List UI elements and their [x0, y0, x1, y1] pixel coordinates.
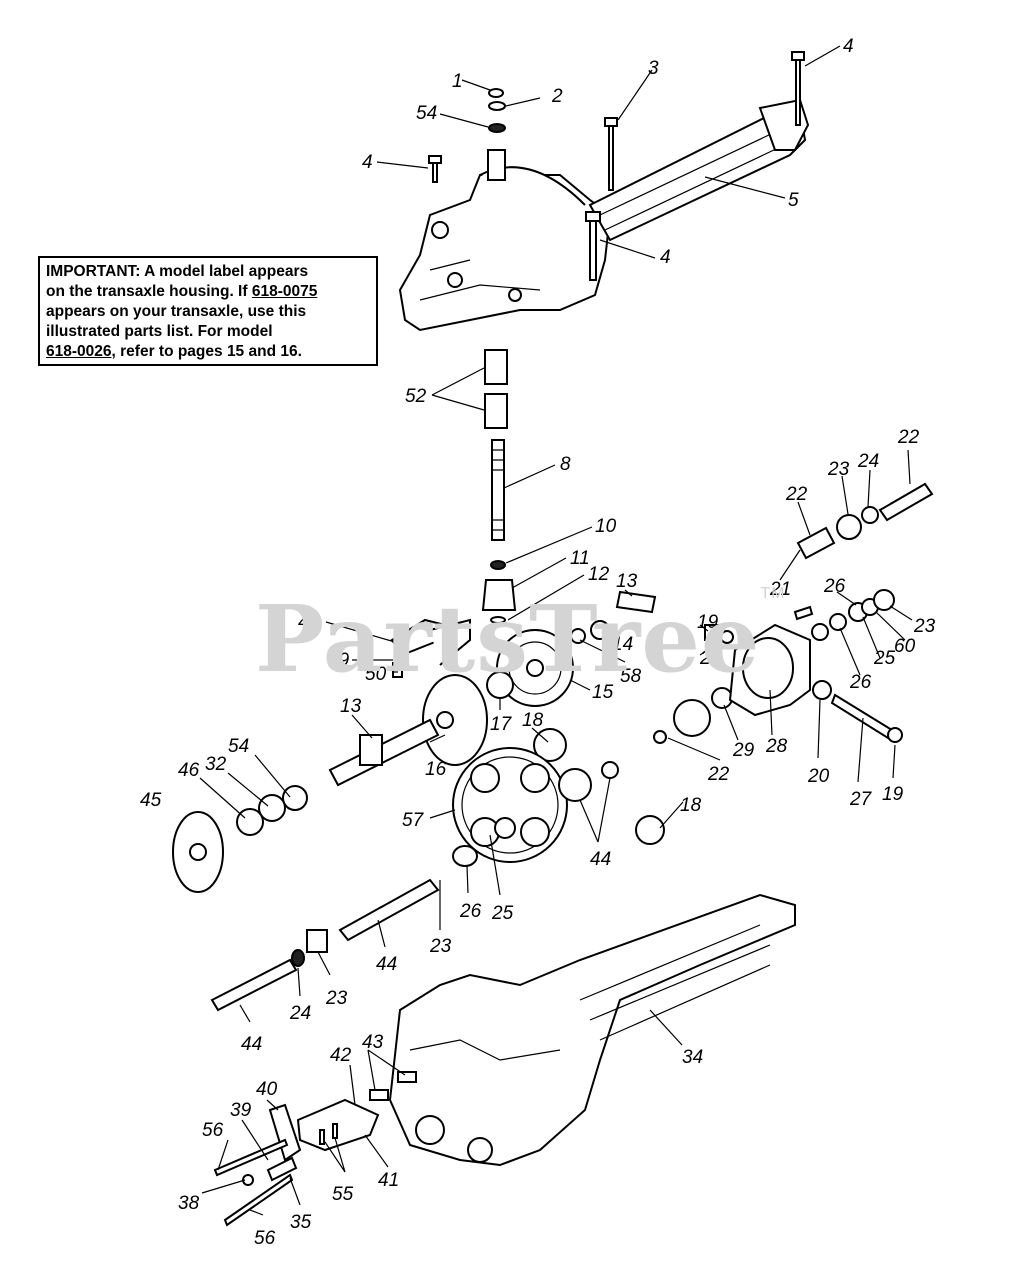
callout: 22 — [707, 764, 730, 785]
right-cover-group — [728, 482, 934, 743]
callout: 56 — [254, 1228, 276, 1249]
callout: 15 — [592, 682, 614, 703]
callout: 56 — [202, 1120, 224, 1141]
callout: 12 — [588, 564, 610, 585]
callout: 13 — [616, 571, 638, 592]
input-shaft-group — [481, 349, 517, 624]
callout: 49 — [328, 650, 350, 671]
callout: 27 — [849, 789, 873, 810]
callout: 32 — [205, 754, 227, 775]
callout: 24 — [857, 451, 879, 472]
callout: 55 — [332, 1184, 354, 1205]
callout: 24 — [289, 1003, 311, 1024]
lower-housing — [369, 893, 796, 1167]
left-shaft-group — [172, 718, 440, 893]
callout: 18 — [522, 710, 544, 731]
callout: 38 — [178, 1193, 200, 1214]
callout: 25 — [491, 903, 514, 924]
callout: 16 — [425, 759, 447, 780]
callout: 40 — [256, 1079, 278, 1100]
callout: 54 — [416, 103, 437, 124]
upper-housing — [398, 98, 810, 332]
callout: 23 — [913, 616, 936, 637]
model-number: 618-0026 — [46, 343, 112, 360]
callout: 28 — [765, 736, 788, 757]
gear-cluster — [422, 620, 733, 863]
callout: 44 — [241, 1034, 262, 1055]
callout: 45 — [140, 790, 162, 811]
callout: 29 — [732, 740, 755, 761]
callout: 5 — [788, 190, 799, 211]
callout: 57 — [402, 810, 425, 831]
callout: 17 — [490, 714, 513, 735]
callout: 20 — [807, 766, 830, 787]
callout: 20 — [699, 648, 722, 669]
callout: 4 — [362, 152, 373, 173]
shift-group — [390, 590, 734, 678]
callout: 26 — [849, 672, 872, 693]
callout: 42 — [330, 1045, 352, 1066]
callout: 4 — [660, 247, 671, 268]
note-line: on the transaxle housing. If 618-0075 — [46, 283, 318, 300]
callout: 50 — [365, 664, 387, 685]
callout: 14 — [612, 634, 633, 655]
callout: 44 — [376, 954, 397, 975]
bolts — [428, 51, 805, 281]
callout: 8 — [560, 454, 571, 475]
callout: 39 — [230, 1100, 252, 1121]
callout: 22 — [897, 427, 920, 448]
callout: 25 — [873, 648, 896, 669]
lower-shafts — [210, 845, 478, 1012]
top-washers — [488, 88, 506, 133]
callout: 19 — [697, 612, 719, 633]
callout: 18 — [680, 795, 702, 816]
callout: 1 — [452, 71, 463, 92]
callout: 46 — [178, 760, 200, 781]
callout: 23 — [429, 936, 452, 957]
partstree-watermark: PartsTreeTM — [255, 585, 786, 693]
callout: 10 — [595, 516, 617, 537]
callout-labels: 1 2 54 3 4 4 5 4 52 8 10 11 12 13 22 23 … — [140, 36, 936, 1249]
callout: 23 — [325, 988, 348, 1009]
leader-lines — [199, 45, 913, 1216]
note-line: IMPORTANT: A model label appears — [46, 263, 309, 280]
callout: 2 — [551, 86, 563, 107]
callout: 13 — [340, 696, 362, 717]
callout: 34 — [682, 1047, 703, 1068]
important-note-box: IMPORTANT: A model label appears on the … — [38, 256, 378, 366]
callout: 58 — [620, 666, 642, 687]
callout: 11 — [570, 548, 590, 569]
note-line: 618-0026, refer to pages 15 and 16. — [46, 343, 302, 360]
note-line: appears on your transaxle, use this — [46, 303, 307, 320]
callout: 26 — [823, 576, 846, 597]
callout: 44 — [590, 849, 611, 870]
callout: 35 — [290, 1212, 312, 1233]
callout: 23 — [827, 459, 850, 480]
callout: 22 — [785, 484, 808, 505]
callout: 26 — [459, 901, 482, 922]
callout: 43 — [362, 1032, 384, 1053]
callout: 21 — [769, 579, 791, 600]
note-line: illustrated parts list. For model — [46, 323, 273, 340]
callout: 54 — [228, 736, 249, 757]
bracket-assembly — [213, 1098, 380, 1227]
callout: 52 — [405, 386, 427, 407]
callout: 60 — [894, 636, 916, 657]
callout: 41 — [378, 1170, 399, 1191]
callout: 48 — [298, 612, 320, 633]
callout: 3 — [648, 58, 659, 79]
model-number: 618-0075 — [251, 283, 318, 300]
callout: 19 — [882, 784, 904, 805]
callout: 4 — [843, 36, 854, 57]
